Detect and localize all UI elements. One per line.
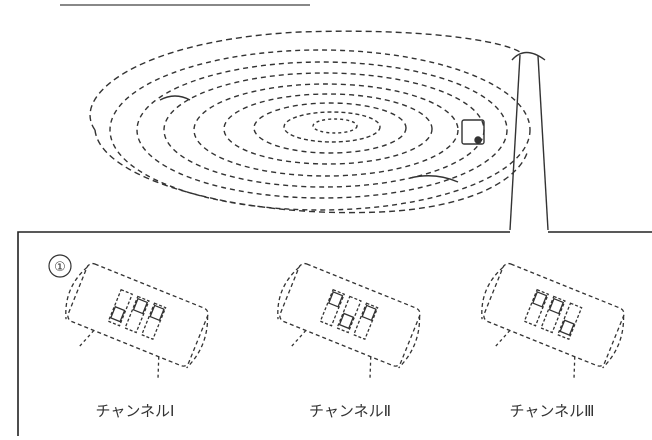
- switch-foot: [77, 330, 160, 381]
- housing-outline: [89, 30, 521, 131]
- ring-core: [312, 118, 358, 134]
- switch-body-edge: [277, 266, 300, 320]
- switch-body-edge-right: [186, 315, 209, 369]
- step-marker: ①: [54, 260, 66, 275]
- ring-7: [283, 111, 381, 143]
- channel-2-label: チャンネルⅡ: [309, 402, 391, 420]
- callout-edge-left: [509, 54, 521, 231]
- slider-knob: [132, 297, 149, 315]
- slider-knob: [338, 312, 355, 330]
- switch-foot: [493, 330, 576, 381]
- ring-1: [109, 49, 531, 211]
- switch-body-edge-right: [602, 315, 625, 369]
- slider-knob: [149, 304, 165, 322]
- channel-2-switch-illustration: [277, 262, 421, 381]
- slider-slot: [352, 302, 379, 341]
- slider-slot: [556, 302, 583, 341]
- slider-knob: [559, 319, 575, 336]
- slider-slot: [124, 295, 150, 334]
- switch-body-edge: [481, 266, 504, 320]
- ring-3: [163, 72, 485, 188]
- channel-3-switch-illustration: [481, 262, 625, 381]
- slider-knob: [109, 305, 126, 323]
- switch-foot: [289, 330, 372, 381]
- switch-body: [67, 262, 209, 367]
- ring-5: [223, 93, 433, 165]
- step-marker-circle: [48, 254, 72, 278]
- device-top-view: [89, 30, 531, 214]
- slider-knob: [531, 291, 548, 308]
- indicator-dot: [474, 136, 482, 144]
- housing-outline-lower: [94, 129, 529, 214]
- ring-2: [136, 61, 508, 199]
- callout-edge-right: [537, 55, 549, 231]
- switch-body-edge: [65, 266, 88, 320]
- slider-slot: [336, 295, 362, 334]
- slider-knob: [548, 297, 565, 315]
- callout-mouth: [511, 51, 546, 61]
- callout-pointer: [509, 51, 549, 231]
- slider-slot: [319, 288, 346, 327]
- slider-knob: [361, 304, 377, 322]
- slider-knob: [327, 291, 344, 308]
- channel-1-switch-illustration: [65, 262, 209, 381]
- channel-illustrations: [65, 262, 625, 381]
- channel-3-label: チャンネルⅢ: [510, 402, 595, 420]
- ring-4: [193, 83, 459, 177]
- slider-slot: [523, 288, 550, 327]
- switch-body-edge-right: [398, 315, 421, 369]
- slider-slot: [107, 288, 134, 327]
- switch-body: [483, 262, 625, 367]
- detail-box-border: [17, 231, 510, 436]
- sensor-window: [461, 119, 485, 145]
- ring-6: [253, 102, 407, 154]
- marking-left: [159, 95, 191, 101]
- slider-slot: [140, 302, 167, 341]
- switch-body: [279, 262, 421, 367]
- channel-1-label: チャンネルⅠ: [96, 402, 175, 420]
- marking-right: [409, 175, 459, 183]
